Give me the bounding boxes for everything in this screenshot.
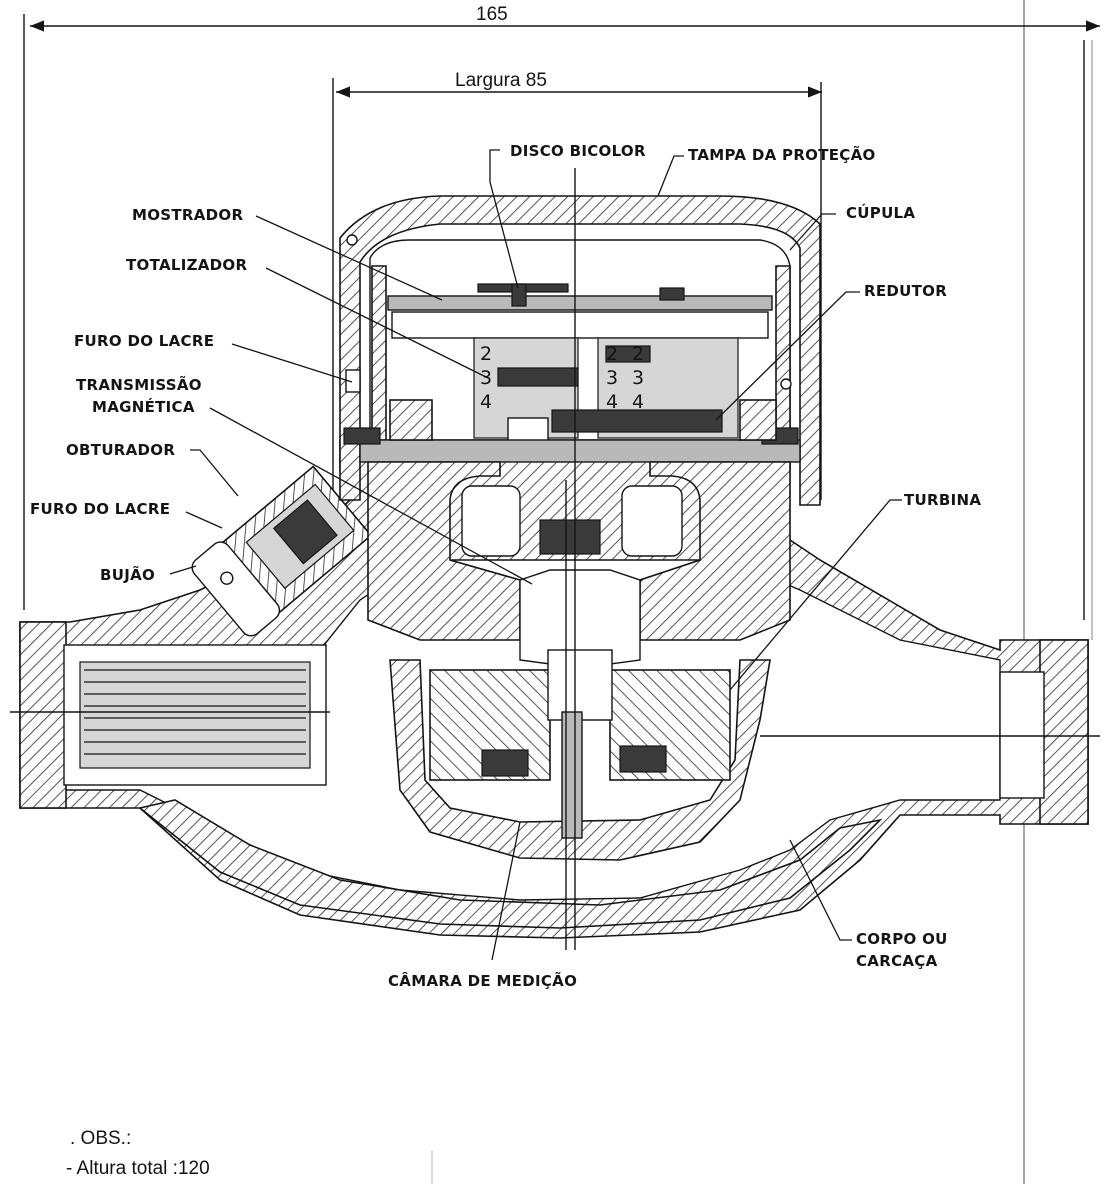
furo-lacre-hole-side bbox=[220, 571, 234, 585]
leader-obturador bbox=[190, 449, 239, 497]
leader-turbina bbox=[729, 499, 902, 691]
outlet-assembly bbox=[760, 639, 1100, 825]
seal-left bbox=[343, 427, 381, 445]
furo-lacre-hole-top-right bbox=[780, 378, 792, 390]
leader-transmissao bbox=[209, 407, 533, 585]
register-housing bbox=[339, 195, 821, 506]
inlet-strainer-assembly bbox=[10, 621, 330, 809]
pointer-right bbox=[659, 287, 685, 301]
measuring-chamber bbox=[367, 168, 791, 950]
digit-mid-2: 3 bbox=[606, 367, 618, 389]
leader-furo-lacre-side bbox=[185, 511, 223, 529]
total-length-dimension: 165 bbox=[23, 4, 1100, 620]
magnet-pocket-left bbox=[461, 485, 521, 557]
mostrador-frame bbox=[391, 311, 769, 339]
leader-tampa bbox=[657, 155, 684, 197]
scan-border-lines bbox=[431, 0, 1093, 1184]
label-totalizador: TOTALIZADOR bbox=[126, 256, 247, 274]
outlet-nozzle bbox=[1039, 639, 1089, 825]
bottom-channel bbox=[138, 799, 883, 929]
mostrador-plate bbox=[387, 295, 773, 311]
width-dimension: Largura 85 bbox=[332, 70, 822, 500]
leader-disco-bicolor bbox=[489, 149, 519, 289]
obturador-assembly bbox=[191, 465, 373, 637]
leader-lines bbox=[169, 149, 902, 961]
magnetic-coupling-upper bbox=[539, 519, 601, 555]
bujao-cap bbox=[191, 541, 281, 637]
digit-mid-1: 2 bbox=[606, 343, 618, 365]
digit-left-1: 2 bbox=[480, 343, 492, 365]
label-tampa-protecao: TAMPA DA PROTEÇÃO bbox=[688, 145, 876, 164]
leader-redutor bbox=[715, 291, 860, 421]
label-mostrador: MOSTRADOR bbox=[132, 206, 243, 224]
label-corpo-line1: CORPO OU bbox=[856, 930, 948, 948]
label-cupula: CÚPULA bbox=[846, 203, 915, 222]
leader-furo-lacre-top bbox=[231, 343, 353, 383]
leader-cupula bbox=[789, 213, 836, 251]
digit-left-3: 4 bbox=[480, 391, 492, 413]
leader-totalizador bbox=[265, 267, 489, 379]
turbine-shaft-block bbox=[547, 649, 613, 721]
digit-right-2: 3 bbox=[632, 367, 644, 389]
register-side-left bbox=[389, 399, 433, 441]
disco-bicolor-hub bbox=[511, 283, 527, 307]
label-transmissao-line1: TRANSMISSÃO bbox=[76, 375, 202, 394]
label-furo-lacre-top: FURO DO LACRE bbox=[74, 332, 214, 350]
label-disco-bicolor: DISCO BICOLOR bbox=[510, 142, 646, 160]
obturador-screw bbox=[272, 499, 338, 565]
label-turbina: TURBINA bbox=[904, 491, 981, 509]
gear-train-right bbox=[551, 409, 723, 433]
leader-mostrador bbox=[255, 215, 443, 301]
strainer-grid bbox=[84, 669, 306, 755]
note-altura-total: - Altura total :120 bbox=[66, 1158, 210, 1179]
label-transmissao-line2: MAGNÉTICA bbox=[92, 397, 195, 416]
cover-pin bbox=[346, 234, 358, 246]
leader-bujao bbox=[169, 565, 197, 575]
gear-train-left bbox=[497, 367, 579, 387]
leader-camara bbox=[491, 821, 521, 961]
turbine-base-right bbox=[619, 745, 667, 773]
digit-right-3: 4 bbox=[632, 391, 644, 413]
magnet-pocket-right bbox=[621, 485, 683, 557]
turbine-cup bbox=[519, 569, 641, 669]
outlet-bore bbox=[999, 671, 1045, 799]
digit-mid-3: 4 bbox=[606, 391, 618, 413]
tampa-cover bbox=[339, 195, 821, 506]
note-obs: . OBS.: bbox=[70, 1128, 131, 1149]
digit-right-1: 2 bbox=[632, 343, 644, 365]
digit-left-2: 3 bbox=[480, 367, 492, 389]
furo-lacre-hole-top-left bbox=[345, 369, 361, 393]
inlet-nozzle bbox=[19, 621, 67, 809]
gear-train-mid bbox=[605, 345, 651, 363]
total-length-label: 165 bbox=[476, 4, 508, 25]
turbine-shaft bbox=[561, 711, 583, 839]
width-label: Largura 85 bbox=[455, 70, 547, 91]
label-bujao: BUJÃO bbox=[100, 565, 155, 584]
label-camara-medicao: CÂMARA DE MEDIÇÃO bbox=[388, 971, 577, 990]
label-corpo-line2: CARCAÇA bbox=[856, 952, 938, 970]
label-obturador: OBTURADOR bbox=[66, 441, 175, 459]
label-redutor: REDUTOR bbox=[864, 282, 947, 300]
leader-corpo bbox=[789, 839, 852, 941]
counter-digits: 2 3 4 2 3 4 2 3 4 bbox=[480, 343, 644, 413]
register-side-right bbox=[739, 399, 777, 441]
part-labels: DISCO BICOLOR TAMPA DA PROTEÇÃO MOSTRADO… bbox=[30, 142, 981, 990]
strainer bbox=[79, 661, 311, 769]
turbine-base-left bbox=[481, 749, 529, 777]
label-furo-lacre-side: FURO DO LACRE bbox=[30, 500, 170, 518]
notes: . OBS.: - Altura total :120 bbox=[66, 1128, 210, 1179]
register-base-plate bbox=[359, 439, 801, 463]
